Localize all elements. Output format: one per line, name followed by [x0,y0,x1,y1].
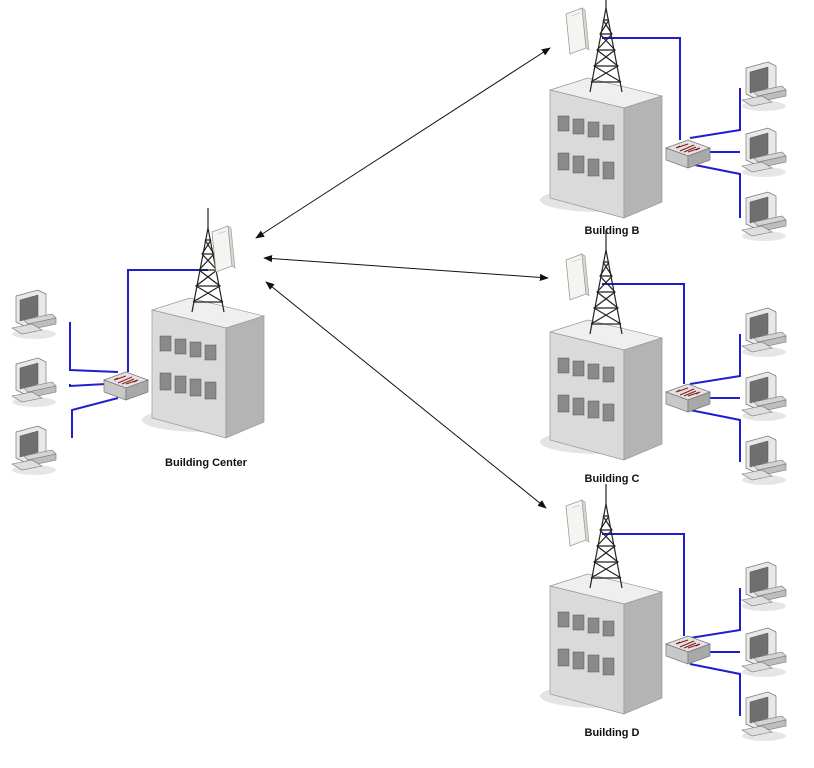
desktop-computer-icon [741,371,787,422]
cables-center [69,269,208,438]
building-d-label: Building D [585,727,640,739]
wireless-access-point-icon [565,499,590,547]
desktop-computer-icon [741,191,787,242]
wireless-access-point-icon [211,225,236,273]
wireless-access-point-icon [565,253,590,301]
site-building-c: Building C [539,229,787,486]
site-building-d: Building D [539,483,787,742]
desktop-computer-icon [741,691,787,742]
link-center-c [263,254,549,282]
desktop-computer-icon [741,561,787,612]
network-switch-icon [665,139,711,169]
link-center-b [255,47,551,239]
cables-d [602,533,741,716]
link-center-d [265,281,547,509]
site-building-center: Building Center [11,207,265,476]
site-building-b: Building B [539,0,787,242]
building-c-label: Building C [585,473,640,485]
desktop-computer-icon [741,61,787,112]
desktop-computer-icon [741,627,787,678]
building-icon [539,229,663,461]
desktop-computer-icon [741,127,787,178]
cables-c [602,283,741,462]
building-icon [141,207,265,439]
building-icon [539,0,663,219]
network-switch-icon [103,371,149,401]
wireless-access-point-icon [565,7,590,55]
cables-b [602,37,741,218]
building-b-label: Building B [585,225,640,237]
desktop-computer-icon [11,357,57,408]
building-icon [539,483,663,715]
desktop-computer-icon [11,425,57,476]
network-switch-icon [665,383,711,413]
network-switch-icon [665,635,711,665]
desktop-computer-icon [11,289,57,340]
wireless-links [255,47,551,509]
building-center-label: Building Center [165,457,248,469]
desktop-computer-icon [741,307,787,358]
desktop-computer-icon [741,435,787,486]
